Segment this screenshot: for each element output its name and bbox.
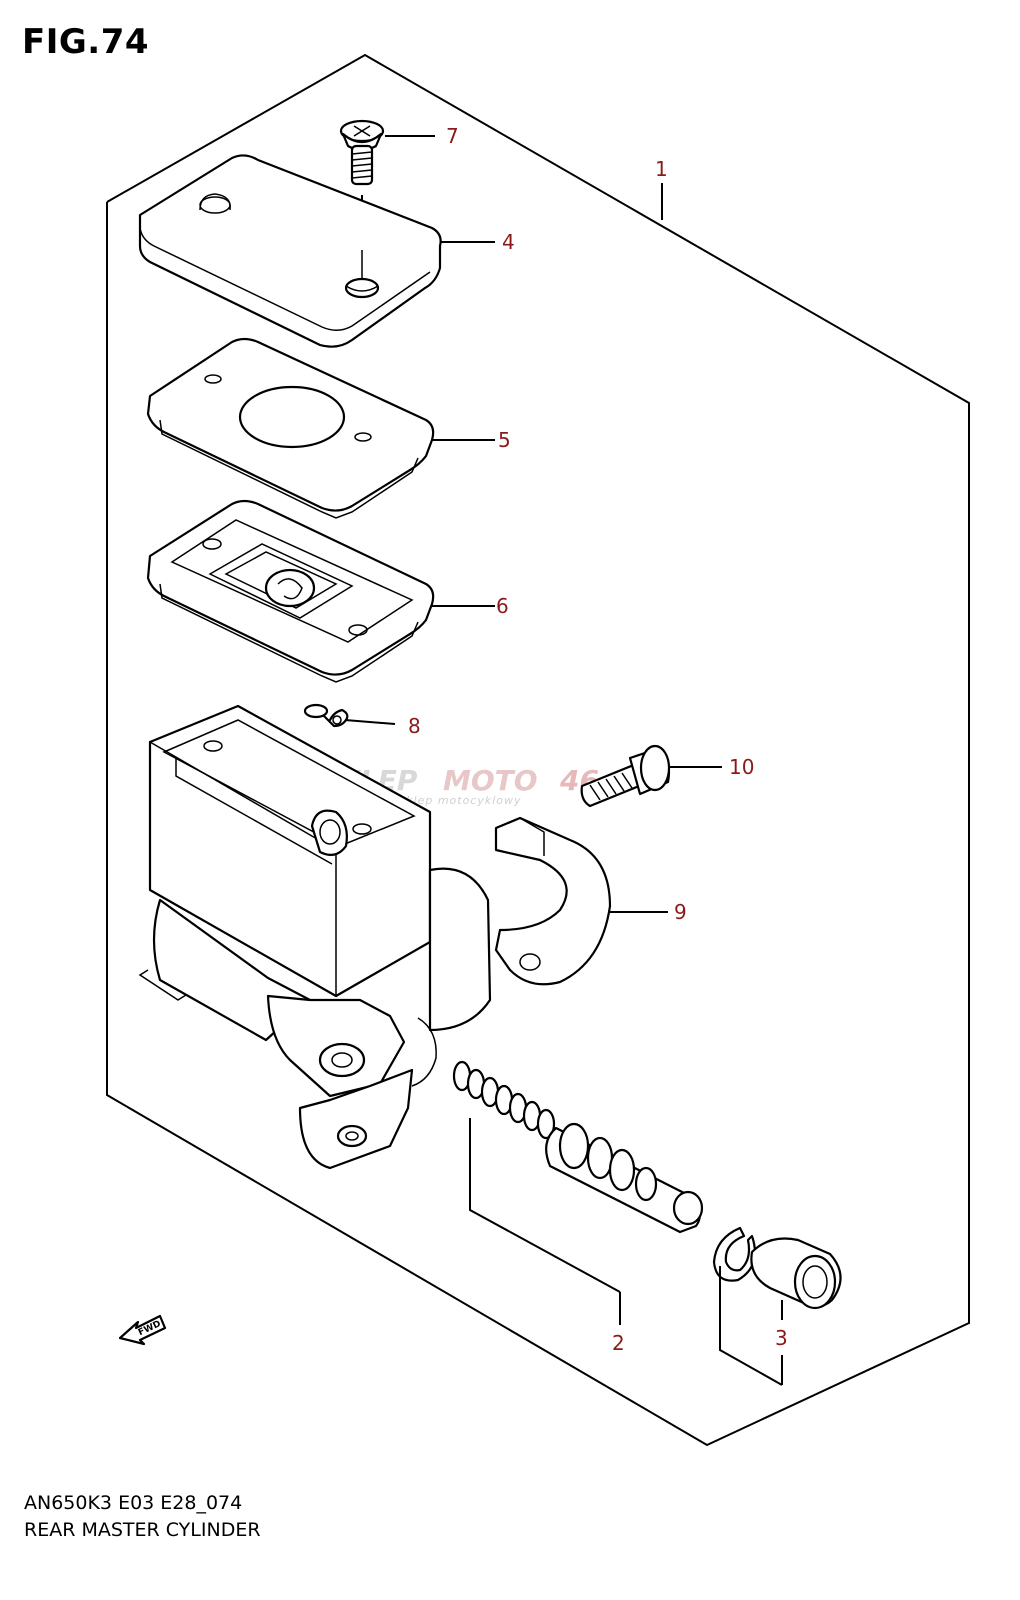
clamp-holder-part [494,816,612,986]
diaphragm-plate-part [146,499,435,683]
diaphragm-part [146,337,435,519]
callout-8: 8 [408,714,421,738]
callout-10: 10 [729,755,754,779]
fwd-arrow-icon: FWD [118,1314,167,1346]
screw-part [339,119,385,186]
figure-footer: AN650K3 E03 E28_074 REAR MASTER CYLINDER [24,1490,261,1544]
master-cylinder-body [138,704,492,1170]
callout-9: 9 [674,900,687,924]
reservoir-cap-part [138,154,442,348]
callout-labels: 1 2 3 4 5 6 7 8 9 10 [408,124,788,1355]
figure-title: FIG.74 [22,22,150,62]
callout-2: 2 [612,1331,625,1355]
callout-5: 5 [498,428,511,452]
leader-lines [344,135,783,1386]
spring [452,1060,556,1140]
bolt-part [580,744,671,808]
circlip-part [712,1226,756,1282]
callout-1: 1 [655,157,668,181]
boot-part [750,1237,842,1310]
watermark-brand-mid: MOTO [443,764,538,797]
figure-name: REAR MASTER CYLINDER [24,1519,261,1541]
piston [545,1122,704,1234]
callout-3: 3 [775,1326,788,1350]
callout-6: 6 [496,594,509,618]
callout-4: 4 [502,230,515,254]
clip-part [303,703,349,728]
piston-set-part [452,1060,704,1234]
figure-code: AN650K3 E03 E28_074 [24,1492,243,1514]
assembly-frame [106,53,970,1447]
callout-7: 7 [446,124,459,148]
